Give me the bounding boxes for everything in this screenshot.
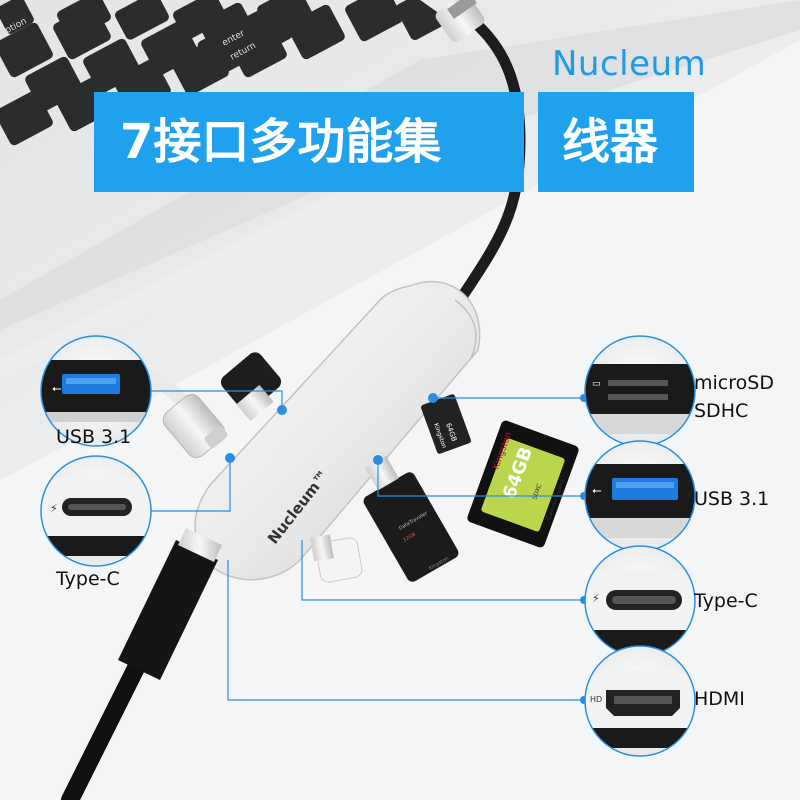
label-hdmi: HDMI — [694, 688, 745, 710]
detail-circle-hdmi: HD — [584, 645, 696, 757]
detail-circle-microsd: ▭ — [584, 335, 696, 447]
hdmi-port-icon: HD — [590, 695, 602, 704]
usb-nano-receiver — [220, 352, 282, 422]
detail-circle-usb-left: ⭠ — [40, 335, 152, 447]
sd-card: Kingston 64GB SDXC Canvas Select — [467, 420, 579, 548]
hdmi-cable — [61, 528, 222, 800]
detail-circle-typec-left: ⚡ — [40, 455, 152, 567]
detail-circle-typec-right: ⚡ — [584, 545, 696, 657]
brand-name: Nucleum — [552, 44, 707, 84]
leader-lines — [150, 390, 584, 701]
leader-dots — [225, 393, 588, 704]
label-usb-right: USB 3.1 — [694, 488, 770, 510]
label-sdhc: SDHC — [694, 400, 749, 422]
headline-banner-1: 7接口多功能集 — [94, 92, 524, 192]
label-usb-left: USB 3.1 — [56, 426, 132, 448]
typec-plug-bottom — [310, 534, 363, 583]
typec-plug-left — [133, 365, 228, 459]
laptop-keyboard — [0, 0, 465, 146]
typec-port-icon: ⚡ — [50, 502, 58, 515]
usb-port-icon: ⭠ — [592, 483, 602, 497]
label-microsd: microSD — [694, 372, 774, 394]
microsd-card: Kingston 64GB — [421, 394, 471, 454]
usb-flash-drive: DataTraveler 32GB Kingston — [363, 455, 459, 582]
headline-banner-2: 线器 — [538, 92, 694, 192]
detail-circle-usb-right: ⭠ — [584, 440, 696, 552]
usb-port-icon: ⭠ — [52, 381, 62, 395]
label-typec-right: Type-C — [694, 590, 758, 612]
card-slot-icon: ▭ — [592, 379, 601, 389]
typec-port-icon: ⚡ — [592, 592, 600, 605]
label-typec-left: Type-C — [56, 568, 120, 590]
hub-body: Nucleum™ — [194, 280, 481, 581]
